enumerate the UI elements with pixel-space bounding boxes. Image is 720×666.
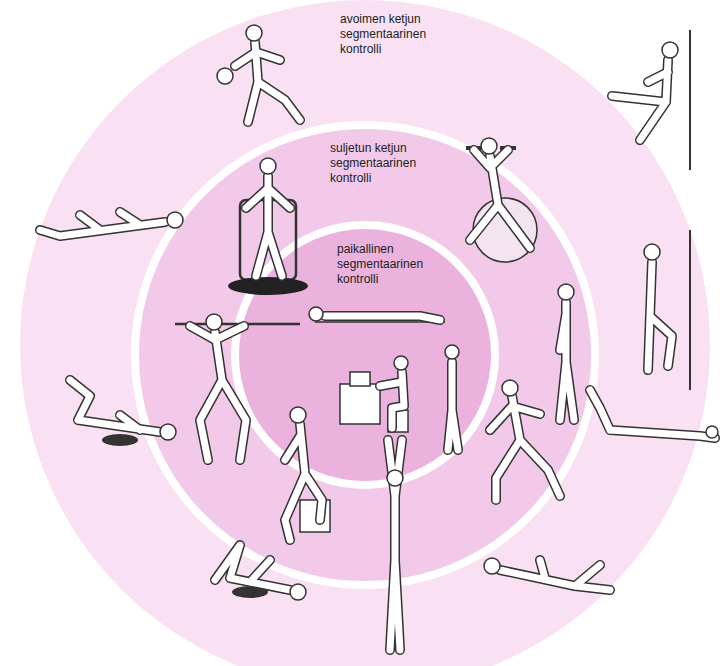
- control-circle: suljetun ketjun segmentaarinen kontrolli…: [135, 125, 595, 585]
- control-circle: avoimen ketjun segmentaarinen kontrolli s…: [20, 0, 710, 666]
- text-box: suljetun ketjun segmentaarinen kontrolli: [330, 141, 430, 186]
- circle-label: suljetun ketjun segmentaarinen kontrolli: [330, 141, 430, 186]
- text-box: paikallinen segmentaarinen kontrolli: [337, 242, 437, 287]
- text-box: avoimen ketjun segmentaarinen kontrolli: [340, 12, 448, 57]
- circle-label: avoimen ketjun segmentaarinen kontrolli: [340, 12, 448, 57]
- circle-label: paikallinen segmentaarinen kontrolli: [337, 242, 437, 287]
